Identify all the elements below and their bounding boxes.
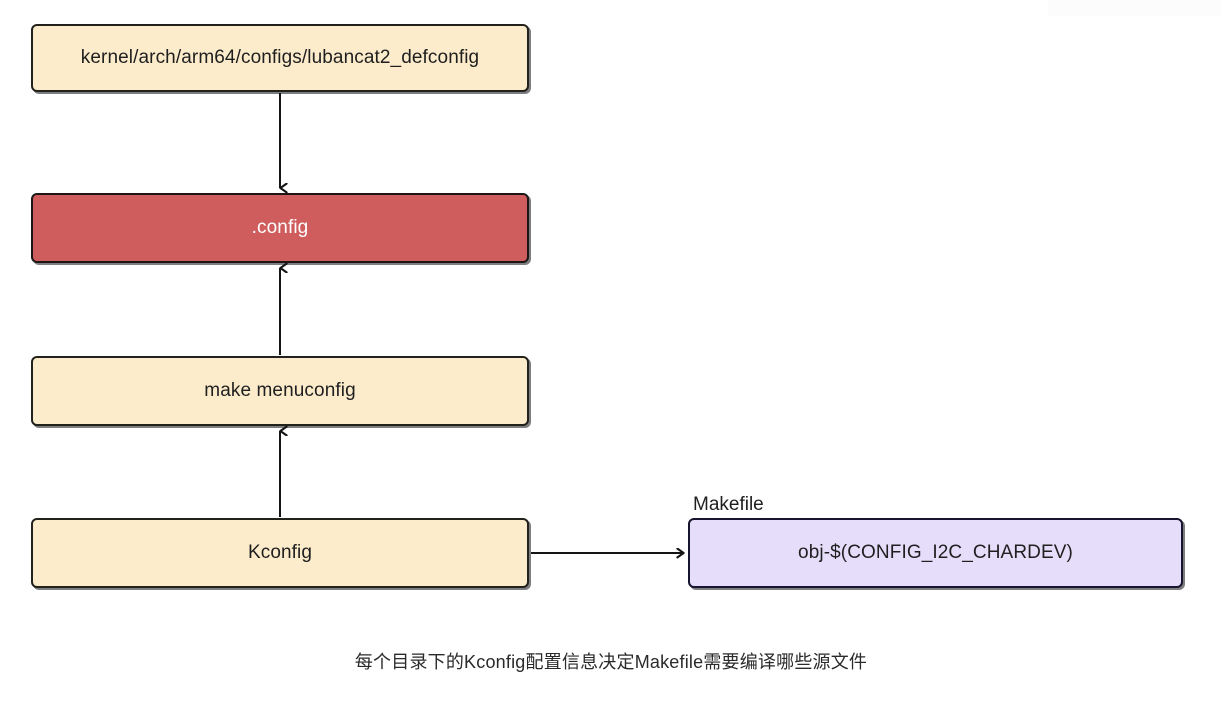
corner-artifact <box>1048 0 1222 16</box>
node-kconfig-label: Kconfig <box>247 541 313 563</box>
diagram-caption: 每个目录下的Kconfig配置信息决定Makefile需要编译哪些源文件 <box>354 652 868 672</box>
node-defconfig-label: kernel/arch/arm64/configs/lubancat2_defc… <box>80 46 480 68</box>
node-kconfig[interactable]: Kconfig <box>31 518 529 588</box>
node-config[interactable]: .config <box>31 193 529 263</box>
node-config-label: .config <box>251 216 309 238</box>
node-makefile-obj-rule[interactable]: obj-$(CONFIG_I2C_CHARDEV) <box>688 518 1183 588</box>
makefile-group-label: Makefile <box>693 494 764 515</box>
node-make-menuconfig[interactable]: make menuconfig <box>31 356 529 426</box>
node-make-menuconfig-label: make menuconfig <box>204 379 356 401</box>
node-defconfig[interactable]: kernel/arch/arm64/configs/lubancat2_defc… <box>31 24 529 92</box>
node-makefile-obj-rule-label: obj-$(CONFIG_I2C_CHARDEV) <box>798 541 1073 563</box>
